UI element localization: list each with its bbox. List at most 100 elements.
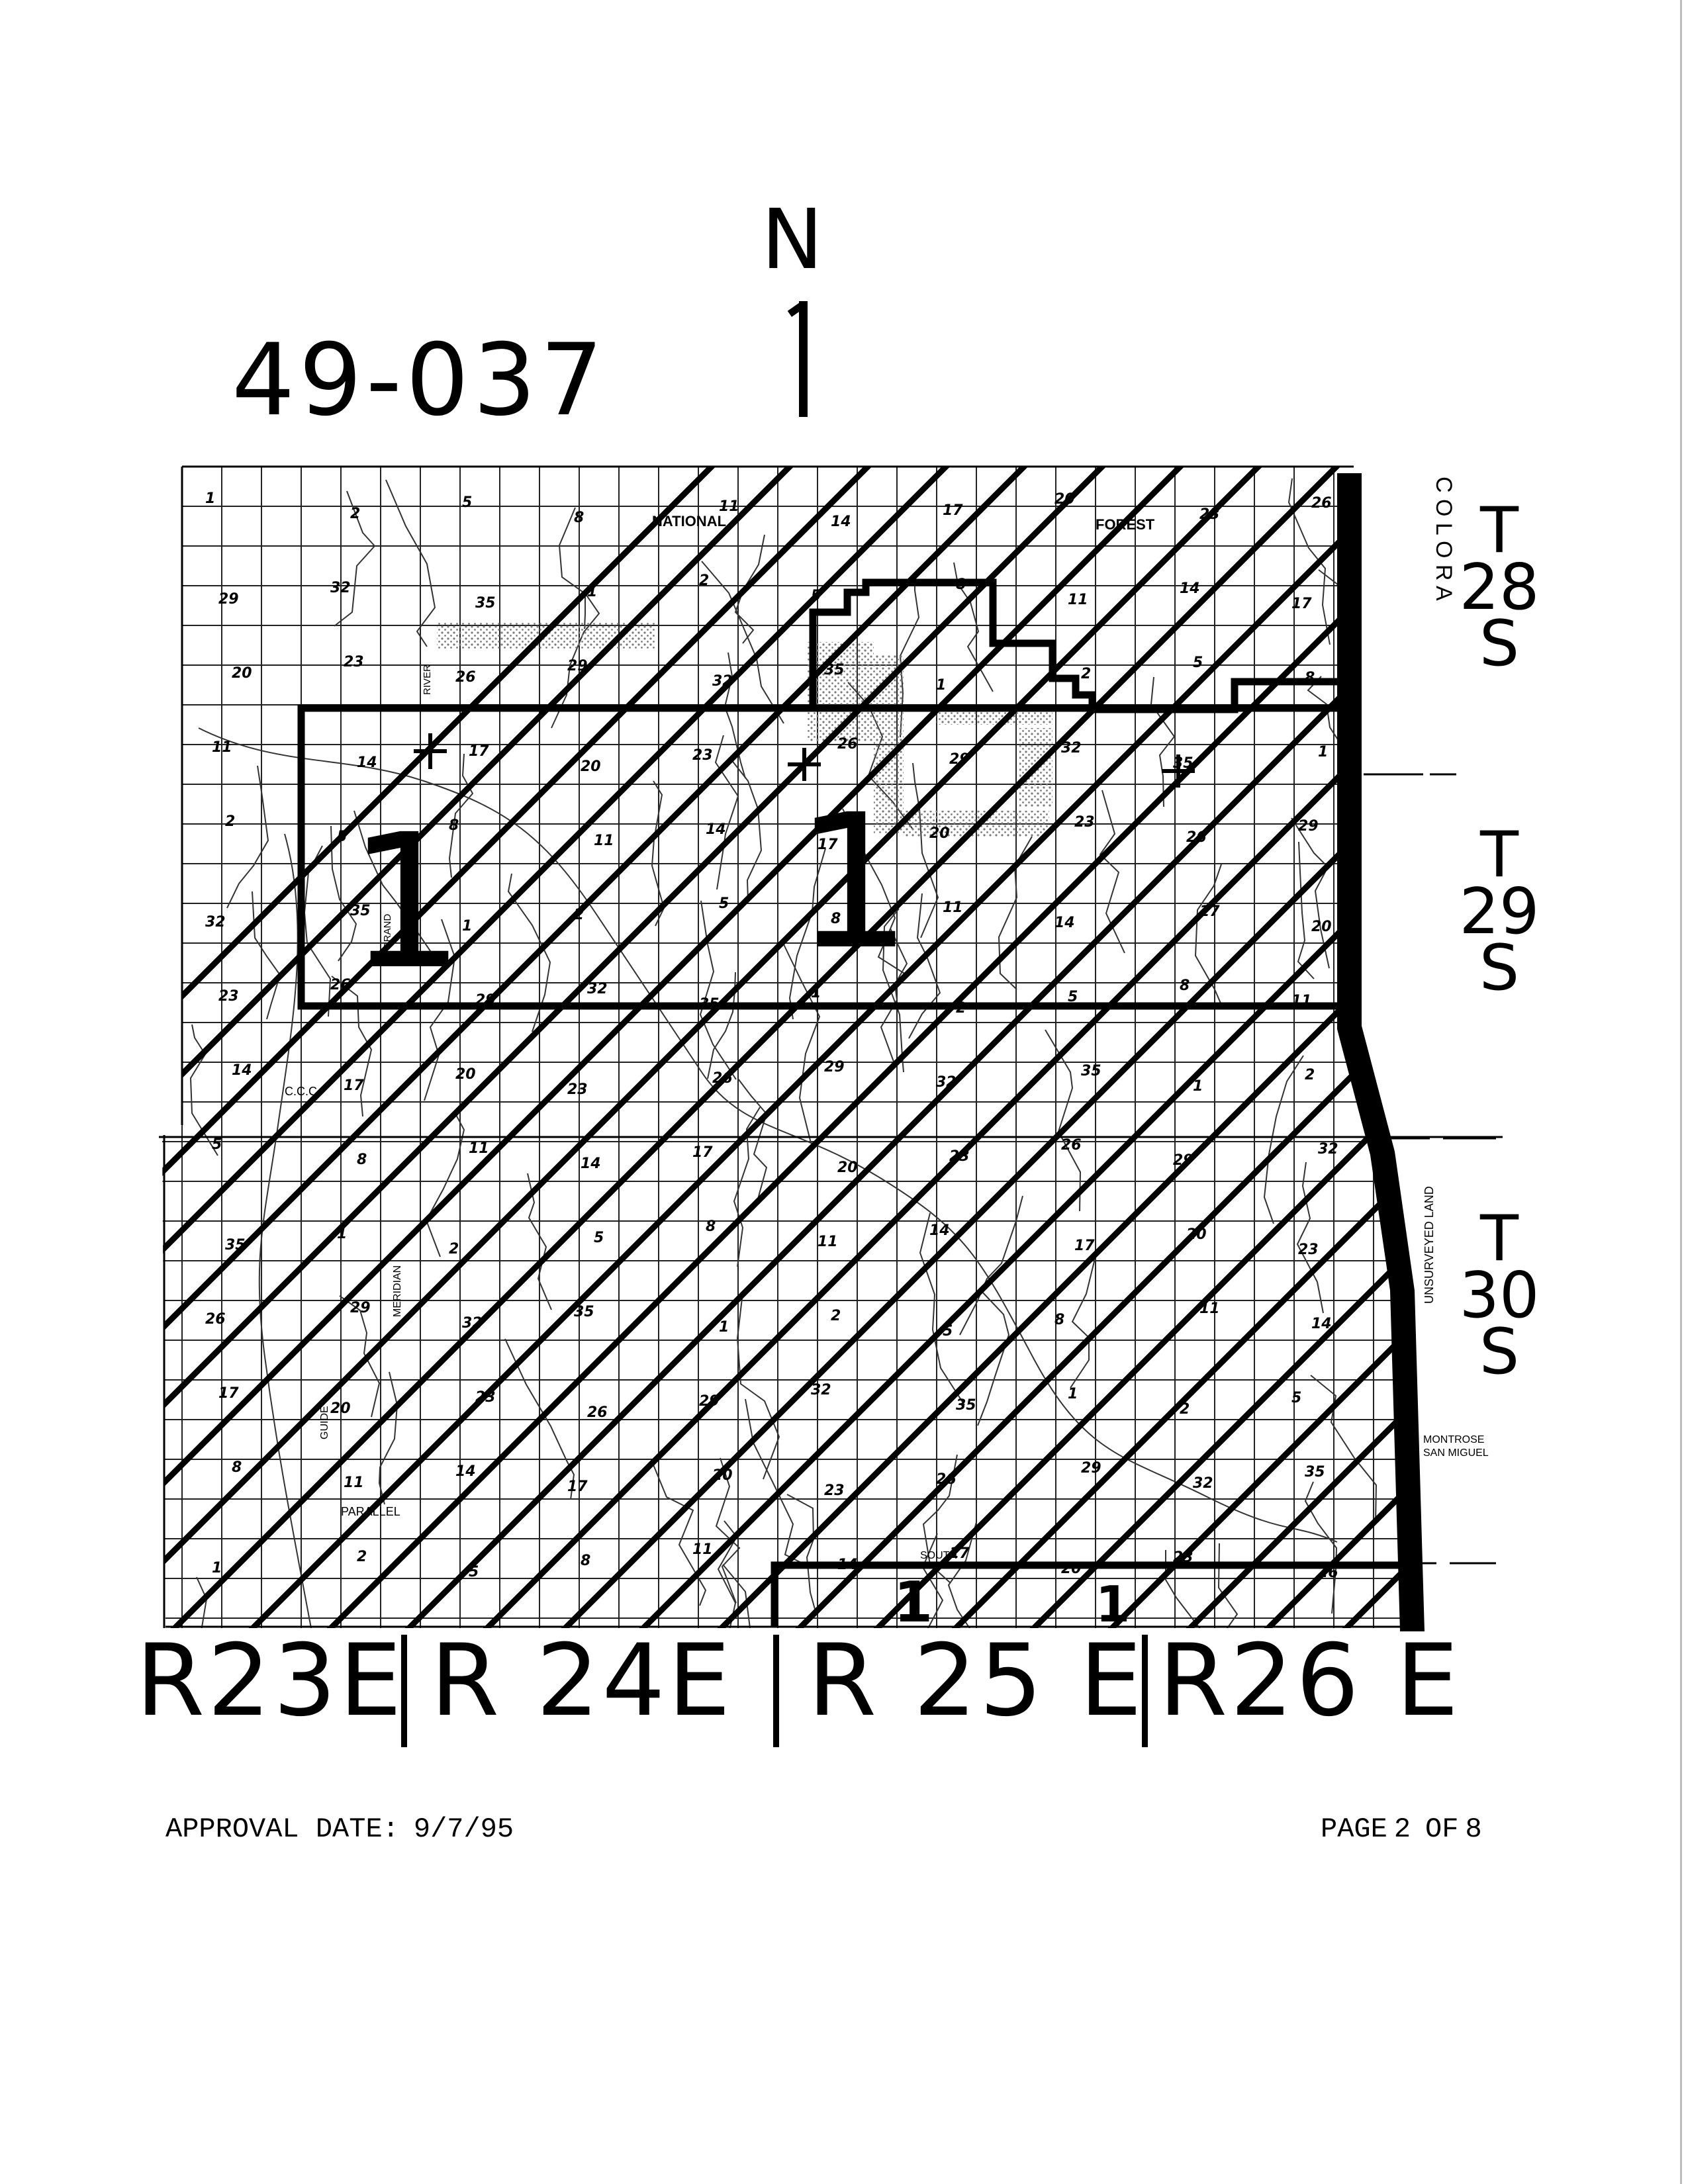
range-label-r24e: R 24E	[430, 1623, 733, 1739]
section-number: 35	[574, 1304, 594, 1320]
page-edge-line	[1680, 0, 1682, 2184]
section-number: 23	[218, 988, 239, 1005]
section-number: 29	[350, 1300, 371, 1316]
section-number: 23	[949, 1148, 970, 1165]
section-number: 20	[455, 1066, 476, 1083]
drainage-line	[1209, 1543, 1239, 1628]
section-number: 32	[712, 673, 733, 690]
section-number: 14	[706, 821, 726, 838]
drainage-line	[977, 1289, 1010, 1426]
section-number: 5	[1291, 1390, 1301, 1406]
section-number: 26	[205, 1311, 226, 1328]
section-number: 5	[1193, 655, 1203, 671]
drainage-line	[919, 1212, 965, 1406]
section-number: 29	[1081, 1460, 1101, 1477]
section-number: 11	[344, 1475, 364, 1491]
section-number: 20	[1311, 919, 1332, 935]
section-number: 2	[831, 1308, 841, 1324]
township-label-t30s: T 30 S	[1459, 1203, 1540, 1388]
section-number: 32	[330, 580, 351, 596]
hatch-line	[549, 467, 1417, 1628]
document-id: 49-037	[232, 323, 608, 438]
section-number: 8	[831, 911, 841, 927]
section-number: 23	[1199, 506, 1220, 523]
drainage-line	[378, 1371, 398, 1505]
section-number: 32	[1318, 1141, 1338, 1158]
drainage-line	[733, 1107, 761, 1267]
drainage-line	[527, 1173, 552, 1310]
drainage-line	[424, 919, 456, 1101]
section-grid	[162, 467, 1417, 1628]
section-number: 23	[1298, 1242, 1319, 1258]
drainage-line	[724, 652, 746, 779]
range-label-r26e: R26 E	[1158, 1623, 1462, 1739]
drainage-line	[425, 1112, 465, 1257]
section-number: 8	[357, 1152, 367, 1168]
section-number: 20	[330, 1400, 351, 1417]
section-number: 20	[1054, 491, 1075, 508]
section-number: 32	[811, 1382, 831, 1398]
range-divider	[773, 1635, 779, 1747]
section-number: 2	[1180, 1401, 1190, 1418]
drainage-line	[226, 765, 269, 909]
section-number: 14	[831, 514, 851, 530]
section-number: 32	[462, 1315, 483, 1332]
hatch-line	[162, 467, 1031, 1628]
section-number: 5	[811, 588, 821, 604]
section-number: 1	[1068, 1386, 1078, 1402]
section-number: 29	[567, 658, 588, 674]
section-number: 14	[581, 1156, 601, 1172]
drainage-line	[331, 976, 373, 1117]
approval-date-value: 9/7/95	[413, 1813, 514, 1845]
section-number: 26	[1311, 495, 1332, 512]
survey-cross-markers	[414, 733, 1195, 788]
section-number: 1	[462, 918, 472, 934]
approval-label: APPROVAL DATE:	[165, 1813, 399, 1845]
section-number: 35	[225, 1237, 246, 1253]
section-number: 14	[357, 754, 377, 771]
drainage-line	[1150, 676, 1176, 807]
drainage-line	[385, 479, 436, 647]
section-number: 1	[936, 677, 946, 694]
section-number: 23	[692, 747, 713, 764]
road-line	[258, 833, 312, 1628]
section-number: 23	[1074, 814, 1095, 831]
section-number: 5	[462, 494, 472, 511]
section-number: 5	[719, 895, 729, 912]
section-number: 2	[449, 1241, 459, 1257]
label-colorado: C O L O R A	[1431, 477, 1456, 601]
section-number: 17	[218, 1385, 239, 1402]
section-number: 11	[1199, 1300, 1220, 1317]
section-number: 17	[344, 1077, 364, 1094]
drainage-line	[701, 561, 784, 724]
hatch-line	[162, 467, 1188, 1628]
drainage-line	[1291, 817, 1330, 969]
section-number: 1	[212, 1560, 222, 1576]
section-number: 29	[1173, 1152, 1193, 1169]
section-number: 11	[1068, 592, 1088, 608]
section-number: 35	[956, 1397, 976, 1414]
section-number: 23	[567, 1081, 588, 1098]
hatch-line	[162, 467, 1344, 1628]
township-label-t29s: T 29 S	[1459, 819, 1540, 1005]
section-number: 11	[692, 1541, 713, 1558]
label-ccc: C.C.C.	[285, 1085, 320, 1098]
section-number: 14	[929, 1222, 950, 1239]
section-number: 1	[719, 1319, 729, 1336]
section-number: 17	[1074, 1238, 1095, 1254]
zone-marker-left: 1	[348, 795, 465, 1011]
section-number: 2	[1081, 666, 1091, 682]
section-number: 8	[574, 510, 584, 526]
section-number: 14	[232, 1062, 252, 1079]
drainage-line	[651, 1459, 707, 1606]
section-number: 35	[475, 595, 496, 612]
drainage-line	[504, 1338, 575, 1500]
section-number: 35	[824, 662, 845, 678]
page-total: 8	[1465, 1813, 1482, 1845]
section-number: 32	[205, 914, 226, 931]
section-number: 2	[1305, 1067, 1315, 1083]
section-number: 29	[824, 1059, 845, 1075]
zone-outline-t28s-notch	[809, 578, 1344, 713]
label-national: NATIONAL	[652, 513, 726, 529]
section-number: 23	[344, 654, 364, 670]
